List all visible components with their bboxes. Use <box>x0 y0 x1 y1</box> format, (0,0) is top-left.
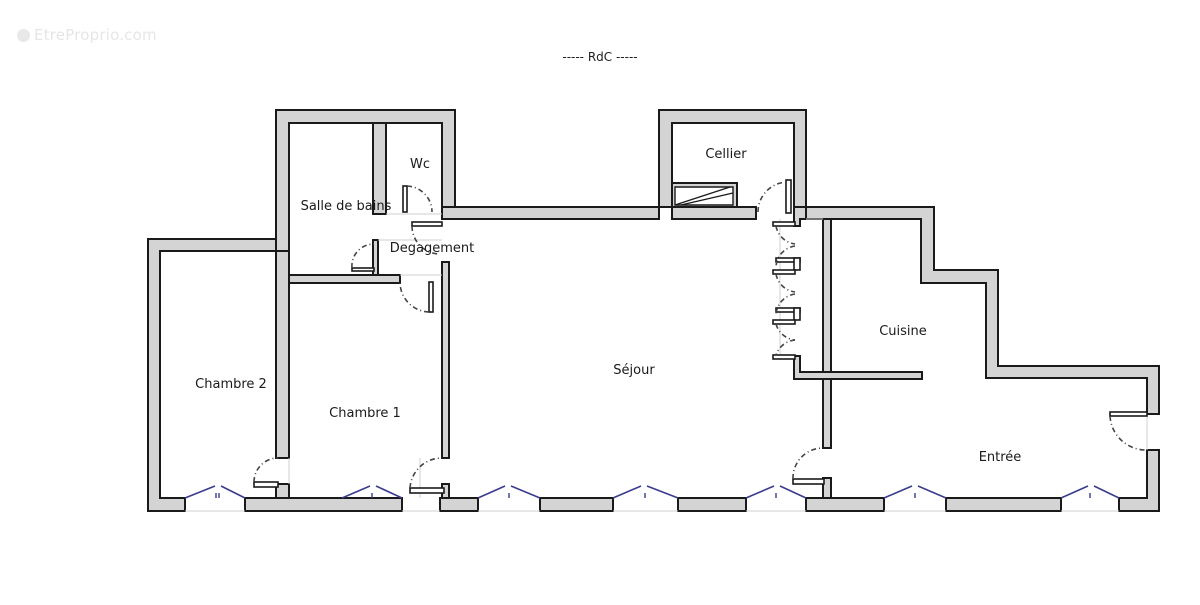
watermark-text: EtreProprio.com <box>34 26 157 44</box>
wall-sdb-right <box>372 239 379 276</box>
wall-bottom-4 <box>677 497 747 512</box>
door-chambre2 <box>253 481 279 488</box>
placard-doors <box>772 221 801 360</box>
room-label-entree: Entrée <box>979 450 1022 465</box>
opening-lines <box>185 213 1148 512</box>
room-label-chambre-2: Chambre 2 <box>195 377 267 392</box>
window-sejour-2 <box>612 485 679 499</box>
room-label-chambre-1: Chambre 1 <box>329 406 401 421</box>
wall-bottom-2 <box>439 497 479 512</box>
windows <box>184 485 1120 499</box>
door-sdb <box>351 267 375 272</box>
level-title: ----- RdC ----- <box>562 50 638 64</box>
wall-cuisine-outer <box>805 206 1160 415</box>
room-label-salle-de-bains: Salle de bains <box>301 199 392 214</box>
logo-icon <box>17 28 30 42</box>
window-sejour-3 <box>745 485 807 499</box>
wall-chambre-divider <box>275 250 290 459</box>
room-labels: Chambre 2 Chambre 1 Salle de bains Wc De… <box>195 147 1021 465</box>
wall-sejour-top <box>441 206 660 220</box>
door-front <box>1109 411 1148 417</box>
watermark: EtreProprio.com <box>17 26 157 44</box>
window-chambre2 <box>184 485 246 499</box>
doors <box>253 179 1148 494</box>
window-chambre1 <box>341 485 403 499</box>
window-entree-2 <box>1060 485 1120 499</box>
door-cellier <box>785 179 792 214</box>
wall-cellier-bottom <box>671 206 757 220</box>
room-label-wc: Wc <box>410 157 430 172</box>
wall-bottom-5 <box>805 497 885 512</box>
wall-placard-bottom <box>793 355 923 380</box>
wall-bottom-3 <box>539 497 614 512</box>
cellier-shelf-detail <box>674 186 734 206</box>
wall-bottom-6 <box>945 497 1062 512</box>
wall-sdb-wc-outer <box>275 109 456 252</box>
door-degagement <box>428 281 434 313</box>
door-wc <box>402 185 408 213</box>
room-label-degagement: Degagement <box>390 241 474 256</box>
wall-cuisine-left <box>822 218 832 449</box>
wall-cellier <box>658 109 807 208</box>
wall-degagement-right <box>441 261 450 459</box>
room-label-sejour: Séjour <box>613 363 655 378</box>
window-sejour-1 <box>477 485 541 499</box>
door-entree-sejour <box>792 478 825 485</box>
room-label-cellier: Cellier <box>705 147 747 162</box>
door-chambre1 <box>409 487 445 494</box>
wall-sdb-bottom <box>288 274 401 284</box>
wall-bottom-1 <box>244 497 403 512</box>
room-label-cuisine: Cuisine <box>879 324 927 339</box>
door-sejour <box>411 221 443 227</box>
wall-entree-right <box>1118 449 1160 512</box>
window-entree-1 <box>883 485 947 499</box>
